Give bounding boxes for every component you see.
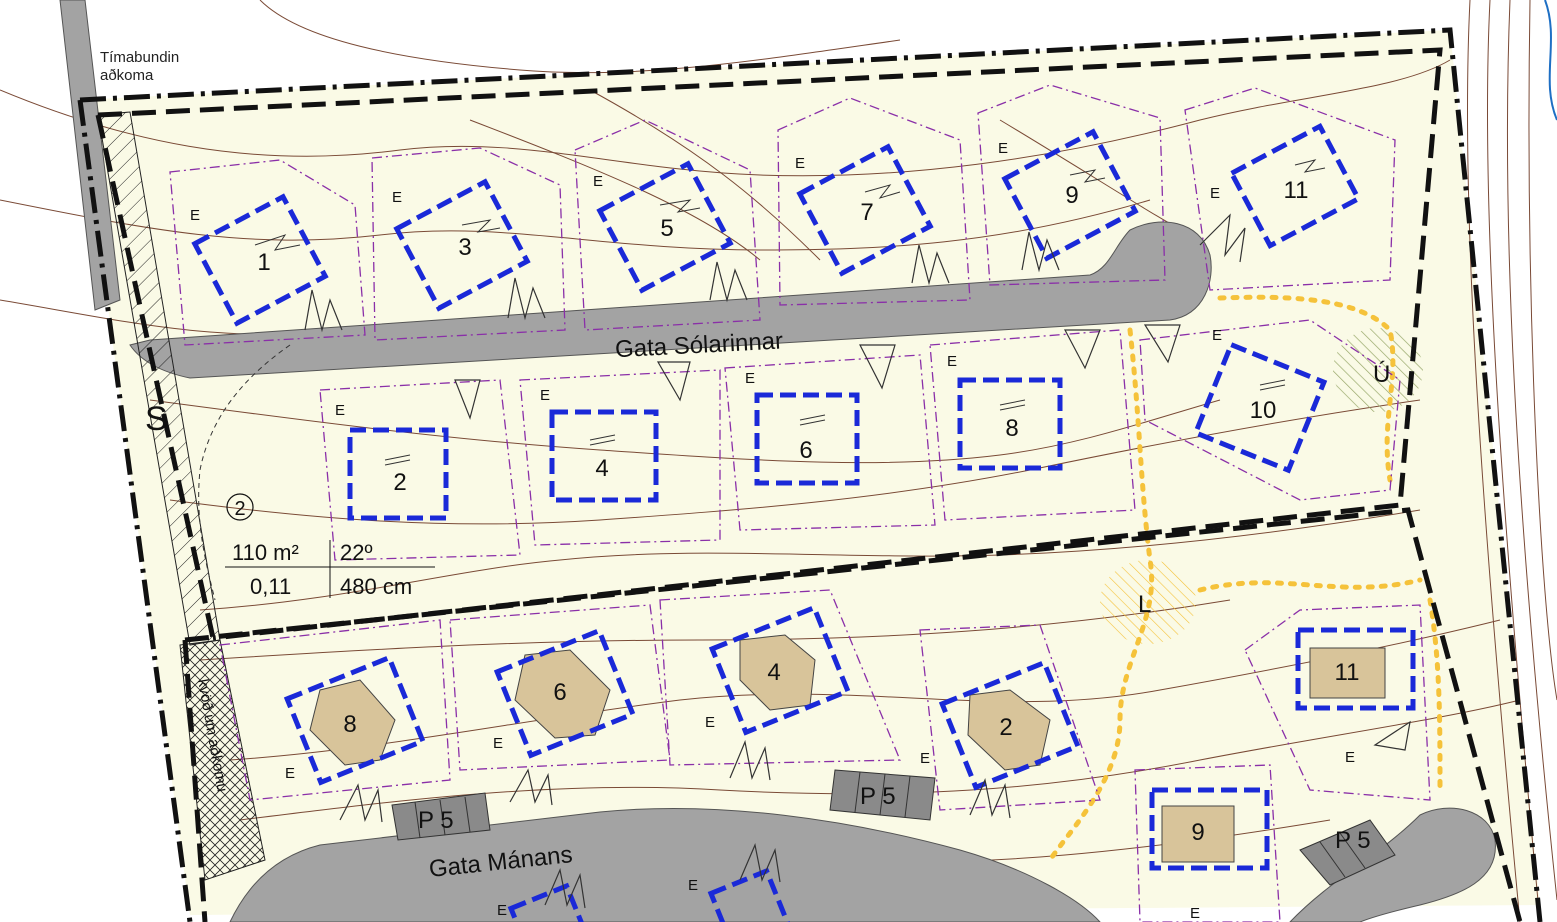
lot-number: 7 bbox=[860, 199, 873, 226]
svg-text:E: E bbox=[1212, 327, 1222, 344]
legend-angle: 22º bbox=[340, 540, 373, 565]
lot-number: 11 bbox=[1284, 177, 1309, 204]
lot-numbers-south: 8 6 4 2 11 9 bbox=[343, 659, 1359, 846]
legend-height: 480 cm bbox=[340, 574, 412, 599]
parking-label-middle: P 5 bbox=[860, 783, 896, 810]
lot-number: 6 bbox=[799, 437, 812, 464]
lot-number: 8 bbox=[343, 711, 356, 738]
svg-text:E: E bbox=[947, 353, 957, 370]
plan-boundary bbox=[77, 27, 1543, 922]
stream-line bbox=[1544, 0, 1557, 121]
existing-houses bbox=[309, 634, 1386, 863]
parking-stall-lines bbox=[414, 771, 1366, 878]
svg-text:E: E bbox=[705, 714, 715, 731]
svg-text:E: E bbox=[1210, 185, 1220, 202]
lot-number: 9 bbox=[1065, 182, 1078, 209]
lot-number: 5 bbox=[660, 215, 673, 242]
road-gata-manans bbox=[229, 807, 1101, 922]
entrance-marks: E E E E E E E E E E E E E E E E E E E bbox=[190, 140, 1355, 922]
label-temporary-access-line1: Tímabundin bbox=[100, 49, 179, 66]
svg-text:E: E bbox=[688, 877, 698, 894]
svg-text:E: E bbox=[593, 173, 603, 190]
svg-text:E: E bbox=[493, 735, 503, 752]
lot-number: 11 bbox=[1335, 659, 1360, 686]
svg-text:E: E bbox=[920, 750, 930, 767]
legend-area: 110 m² bbox=[232, 540, 299, 565]
label-zone-s: S bbox=[145, 400, 168, 438]
svg-text:E: E bbox=[190, 207, 200, 224]
lot-number: 9 bbox=[1191, 819, 1204, 846]
svg-text:E: E bbox=[335, 402, 345, 419]
crosshatched-strip-west bbox=[179, 639, 266, 881]
lot-number: 2 bbox=[999, 714, 1012, 741]
label-zone-l: L bbox=[1138, 591, 1151, 618]
label-temporary-access-line2: aðkoma bbox=[100, 67, 154, 84]
temporary-access-road bbox=[59, 0, 121, 311]
lot-number: 1 bbox=[257, 249, 270, 276]
curved-dashed-line bbox=[198, 344, 291, 601]
roof-direction-marks bbox=[254, 159, 1326, 466]
lot-numbers-north: 1 3 5 7 9 11 bbox=[257, 177, 1308, 276]
lot-number: 4 bbox=[767, 659, 780, 686]
label-zone-u: Ú bbox=[1373, 361, 1390, 388]
svg-text:E: E bbox=[540, 387, 550, 404]
lot-number: 10 bbox=[1250, 397, 1277, 424]
lot-numbers-middle: 2 4 6 8 10 bbox=[393, 397, 1276, 496]
legend-symbol-number: 2 bbox=[234, 498, 245, 520]
lot-number: 3 bbox=[458, 234, 471, 261]
lot-number: 8 bbox=[1005, 415, 1018, 442]
legend-symbol-circle bbox=[226, 493, 254, 521]
building-envelopes bbox=[191, 122, 1416, 922]
svg-text:E: E bbox=[795, 155, 805, 172]
svg-text:E: E bbox=[745, 370, 755, 387]
svg-text:E: E bbox=[392, 189, 402, 206]
entrance-triangles bbox=[304, 213, 1411, 909]
svg-text:E: E bbox=[1345, 749, 1355, 766]
lot-number: 4 bbox=[595, 455, 608, 482]
lot-number: 2 bbox=[393, 469, 406, 496]
svg-text:E: E bbox=[998, 140, 1008, 157]
plan-area bbox=[80, 30, 1540, 915]
parking-label-west: P 5 bbox=[418, 807, 454, 834]
footpaths bbox=[1047, 294, 1443, 863]
plot-boundaries bbox=[169, 84, 1431, 922]
svg-text:E: E bbox=[497, 902, 507, 919]
legend-ratio: 0,11 bbox=[250, 574, 291, 599]
legend-key: 2 110 m² 22º 0,11 480 cm bbox=[225, 493, 435, 599]
zone-u-area bbox=[1333, 328, 1423, 412]
svg-text:E: E bbox=[285, 765, 295, 782]
svg-text:E: E bbox=[1190, 905, 1200, 922]
lot-number: 6 bbox=[553, 679, 566, 706]
parking-labels: P 5 P 5 P 5 bbox=[418, 783, 1371, 854]
parking-label-east: P 5 bbox=[1335, 827, 1371, 854]
